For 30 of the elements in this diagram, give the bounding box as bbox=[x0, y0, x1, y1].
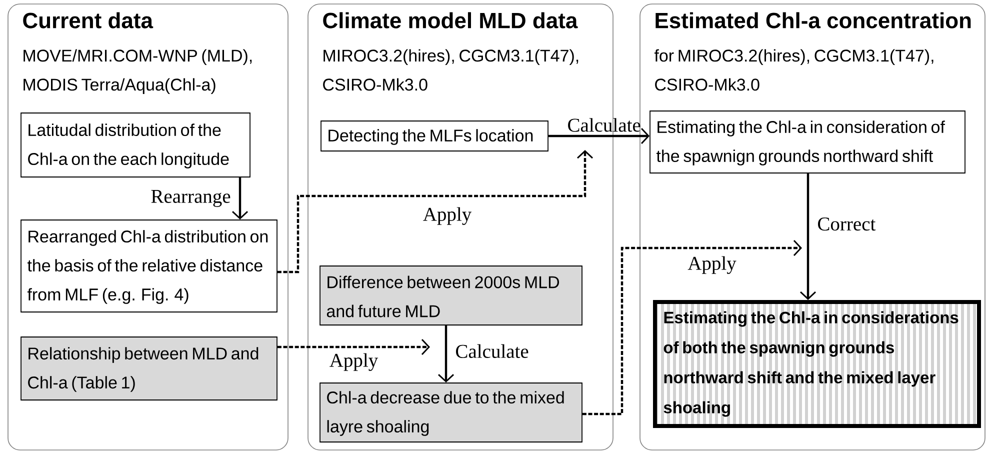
process-box: Estimating the Chl-a in consideration of the spawnign grounds northward shift bbox=[650, 110, 966, 174]
process-box: Latitudal distribution of the Chl-a on the each longitude bbox=[20, 112, 250, 178]
edge-label: Calculate bbox=[568, 118, 640, 132]
result-box: Estimating the Chl-a in considerations of both the spawnign grounds northward shift and the mixed layer shoaling bbox=[653, 300, 981, 428]
panel-subtitle: MOVE/MRI.COM-WNP (MLD), MODIS Terra/Aqua(Chl-a) bbox=[24, 49, 252, 94]
panel-title: Current data bbox=[23, 12, 154, 28]
arrow bbox=[800, 173, 816, 300]
arrow bbox=[277, 150, 594, 274]
panel-title: Estimated Chl-a concentration bbox=[656, 12, 971, 28]
panel bbox=[8, 4, 288, 450]
edge-label: Apply bbox=[330, 353, 378, 371]
process-box: Relationship between MLD and Chl-a (Table 1) bbox=[20, 336, 278, 400]
edge-label: Rearrange bbox=[151, 190, 230, 207]
arrow bbox=[232, 177, 248, 220]
process-box: Chl-a decrease due to the mixed layre shoaling bbox=[320, 382, 582, 442]
panel-title: Climate model MLD data bbox=[323, 12, 578, 28]
process-box: Rearranged Chl-a distribution on the basis of the relative distance from MLF (e.g. Fig. 4) bbox=[20, 220, 278, 312]
panel-subtitle: for MIROC3.2(hires), CGCM3.1(T47), CSIRO-Mk3.0 bbox=[654, 49, 934, 91]
arrow bbox=[277, 338, 430, 355]
edge-label: Apply bbox=[688, 256, 736, 274]
panel bbox=[640, 4, 986, 450]
panel-subtitle: MIROC3.2(hires), CGCM3.1(T47), CSIRO-Mk3.0 bbox=[323, 49, 578, 91]
arrow bbox=[548, 128, 650, 144]
edge-label: Apply bbox=[423, 207, 472, 225]
arrow bbox=[582, 240, 802, 416]
edge-label: Calculate bbox=[456, 344, 528, 358]
edge-label: Correct bbox=[818, 218, 876, 231]
arrow bbox=[438, 325, 454, 383]
process-box: Difference between 2000s MLD and future MLD bbox=[320, 266, 582, 326]
process-box: Detecting the MLFs location bbox=[320, 120, 548, 152]
